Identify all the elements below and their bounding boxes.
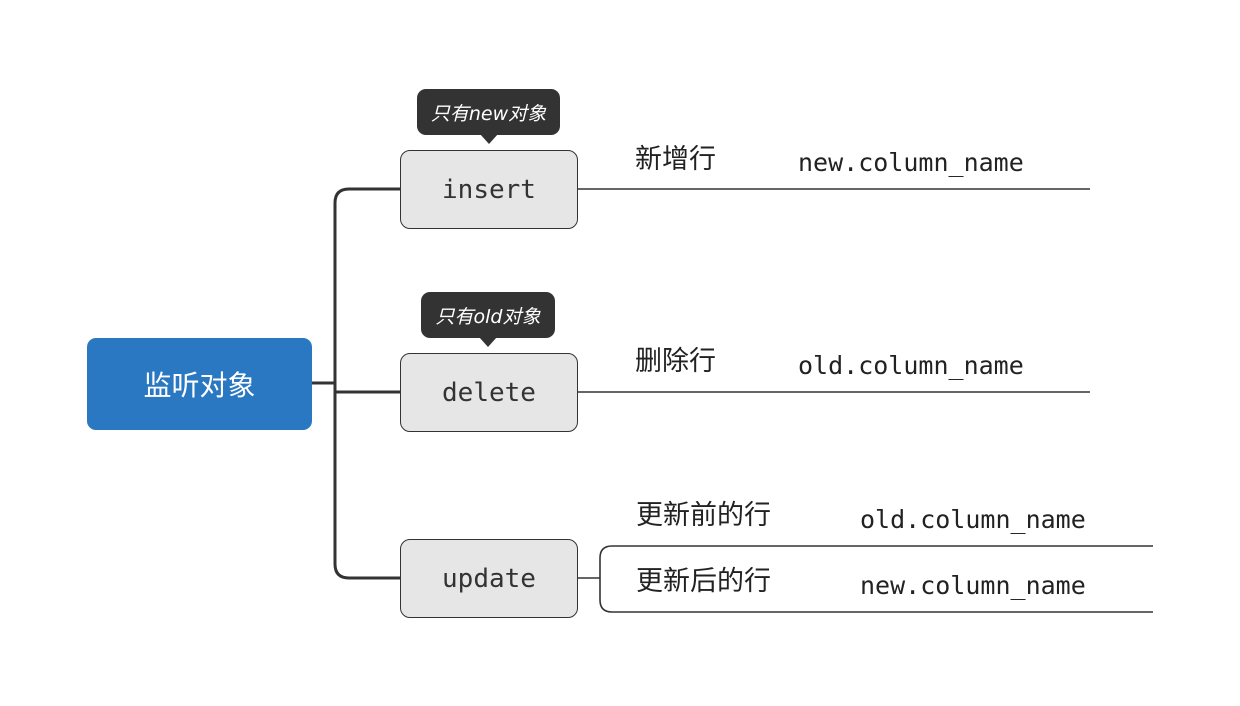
delete-node: delete: [400, 353, 578, 432]
insert-row-label: 新增行: [635, 144, 716, 175]
update-before-value: old.column_name: [860, 505, 1086, 534]
update-node: update: [400, 539, 578, 618]
delete-row-label: 删除行: [635, 346, 716, 377]
insert-tag: 只有new对象: [417, 89, 560, 144]
root-node: 监听对象: [87, 338, 312, 430]
insert-node: insert: [400, 150, 578, 229]
insert-row-value: new.column_name: [798, 148, 1024, 177]
delete-row-value: old.column_name: [798, 351, 1024, 380]
update-after-value: new.column_name: [860, 571, 1086, 600]
delete-tag: 只有old对象: [421, 292, 555, 347]
update-before-label: 更新前的行: [636, 500, 771, 531]
update-after-label: 更新后的行: [636, 566, 771, 597]
